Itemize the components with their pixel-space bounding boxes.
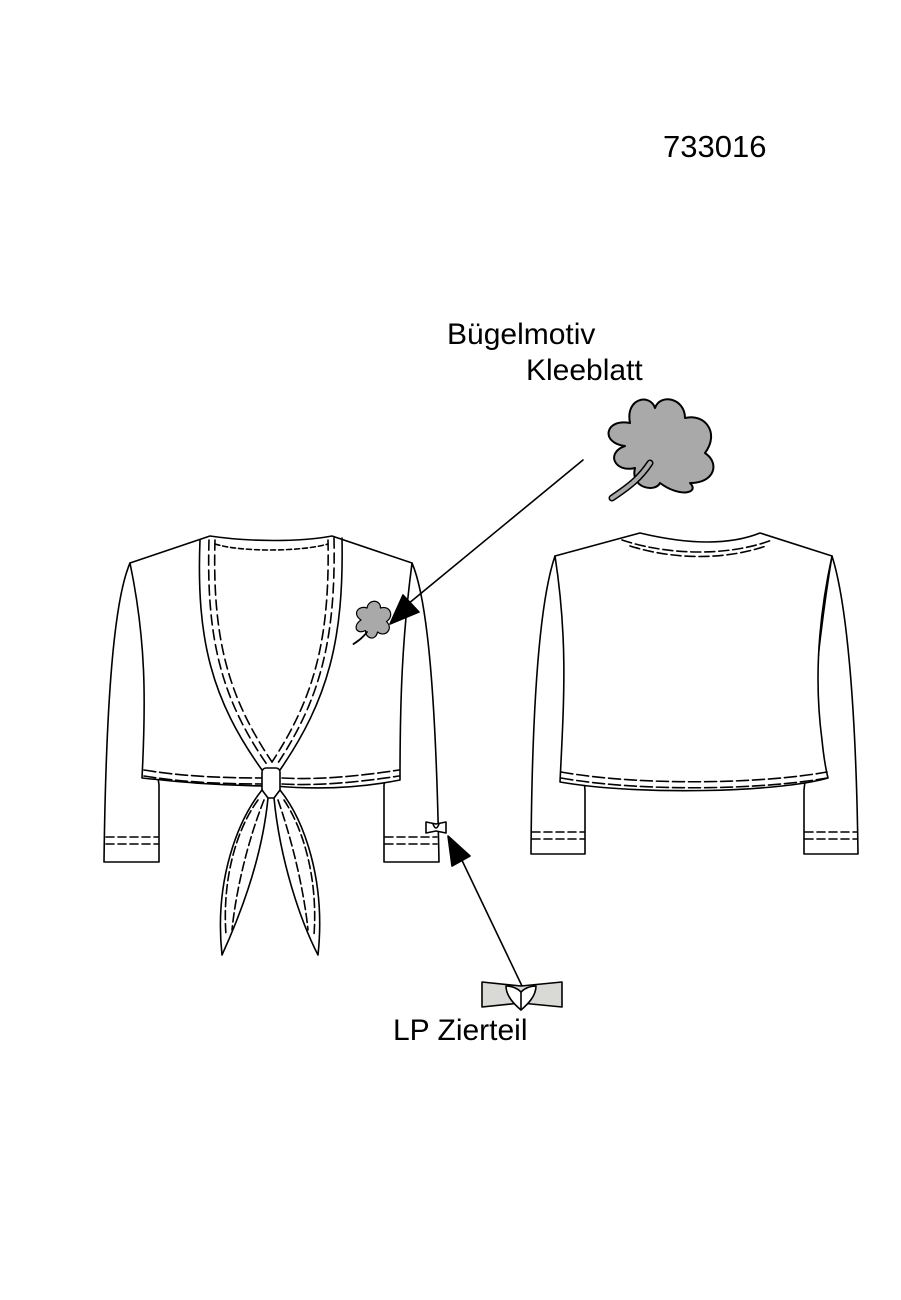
trim-leader-line bbox=[457, 851, 523, 987]
motif-arrowhead bbox=[389, 594, 420, 625]
front-body bbox=[129, 535, 413, 789]
front-back-neck-ruffle bbox=[214, 543, 329, 551]
cuff-trim-small bbox=[425, 821, 447, 834]
motif-leader-line bbox=[407, 459, 584, 605]
trim-callout-label: LP Zierteil bbox=[393, 1014, 528, 1047]
back-body bbox=[554, 532, 833, 792]
clover-motif-detail bbox=[607, 398, 715, 502]
motif-callout-title: Bügelmotiv bbox=[447, 318, 596, 351]
motif-callout bbox=[389, 398, 715, 625]
clover-applique-small bbox=[352, 600, 392, 645]
tie-left bbox=[219, 789, 269, 956]
motif-callout-subtitle: Kleeblatt bbox=[526, 354, 643, 387]
front-neckline-left bbox=[198, 539, 263, 771]
front-hem-stitch bbox=[143, 769, 263, 779]
style-number: 733016 bbox=[663, 129, 767, 164]
trim-callout bbox=[447, 835, 563, 1011]
back-neck-stitch bbox=[621, 539, 773, 553]
tie-knot bbox=[261, 767, 281, 799]
back-view bbox=[530, 532, 859, 855]
trim-arrowhead bbox=[447, 835, 471, 867]
front-view bbox=[103, 535, 447, 956]
trim-detail bbox=[481, 981, 563, 1011]
back-hem-stitch bbox=[560, 771, 828, 783]
front-neckline-right bbox=[279, 537, 343, 771]
tie-right bbox=[273, 789, 321, 956]
